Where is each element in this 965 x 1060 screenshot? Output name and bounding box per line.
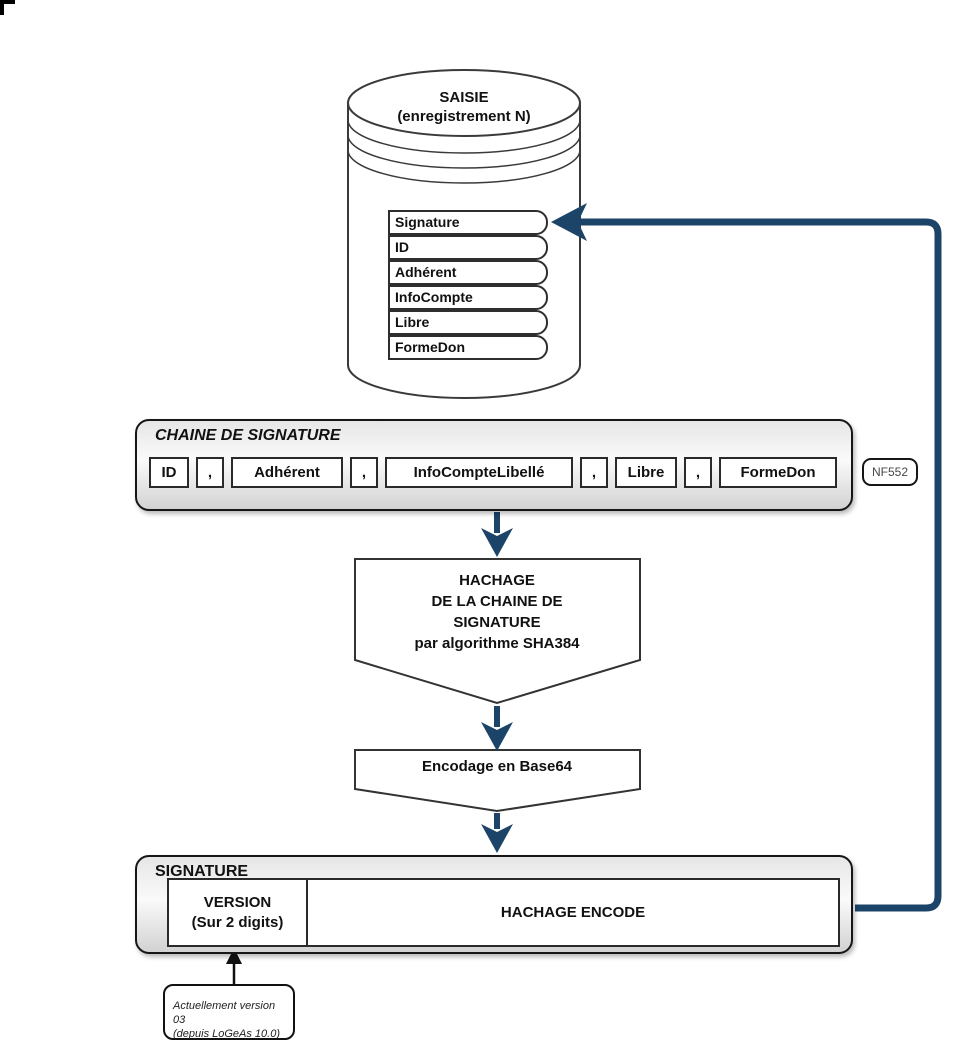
chain-panel-title: CHAINE DE SIGNATURE — [155, 427, 341, 444]
page-corner-mark — [0, 0, 15, 15]
database-title-line2: (enregistrement N) — [397, 108, 531, 125]
flow-arrow-down-1-icon — [481, 512, 513, 557]
chain-panel: CHAINE DE SIGNATURE ID , Adhérent , Info… — [135, 419, 853, 511]
database-title-line1: SAISIE — [439, 89, 489, 106]
database-field-adherent: Adhérent — [388, 260, 548, 285]
version-note: Actuellement version 03 (depuis LoGeAs 1… — [163, 984, 295, 1040]
hash-step-line4: par algorithme SHA384 — [414, 635, 580, 652]
database-field-libre: Libre — [388, 310, 548, 335]
signature-panel-title: SIGNATURE — [155, 863, 249, 880]
database-title: SAISIE (enregistrement N) — [348, 88, 580, 126]
signature-structure: VERSION (Sur 2 digits) HACHAGE ENCODE — [167, 878, 840, 947]
chain-cell-separator: , — [196, 457, 224, 488]
signature-version-line1: VERSION — [203, 893, 272, 911]
version-note-line2: (depuis LoGeAs 10.0) — [173, 1028, 281, 1040]
chain-cell-row: ID , Adhérent , InfoCompteLibellé , Libr… — [149, 457, 837, 488]
signature-version-cell: VERSION (Sur 2 digits) — [169, 880, 308, 945]
database-field-list: Signature ID Adhérent InfoCompte Libre F… — [388, 210, 548, 360]
chain-cell-separator: , — [684, 457, 712, 488]
database-field-signature: Signature — [388, 210, 548, 235]
database-field-formedon: FormeDon — [388, 335, 548, 360]
hash-step-line1: HACHAGE — [459, 572, 535, 589]
signature-panel: SIGNATURE VERSION (Sur 2 digits) HACHAGE… — [135, 855, 853, 954]
hash-step-label: HACHAGE DE LA CHAINE DE SIGNATURE par al… — [365, 570, 629, 654]
chain-cell-separator: , — [580, 457, 608, 488]
chain-cell-adherent: Adhérent — [231, 457, 343, 488]
encode-step-label: Encodage en Base64 — [421, 758, 573, 775]
database-field-id: ID — [388, 235, 548, 260]
chain-cell-infocomptelibelle: InfoCompteLibellé — [385, 457, 573, 488]
signature-version-line2: (Sur 2 digits) — [191, 913, 284, 931]
signature-hash-cell: HACHAGE ENCODE — [500, 904, 646, 921]
feedback-arrow-icon — [551, 203, 942, 912]
database-field-infocompte: InfoCompte — [388, 285, 548, 310]
flow-arrow-down-2-icon — [481, 706, 513, 751]
hash-step-line2: DE LA CHAINE DE — [431, 593, 563, 610]
chain-cell-separator: , — [350, 457, 378, 488]
chain-cell-formedon: FormeDon — [719, 457, 837, 488]
flow-arrow-down-3-icon — [481, 813, 513, 853]
hash-step-shape — [354, 558, 641, 705]
version-note-line1: Actuellement version 03 — [173, 1000, 276, 1026]
chain-cell-id: ID — [149, 457, 189, 488]
chain-cell-libre: Libre — [615, 457, 677, 488]
hash-step-line3: SIGNATURE — [453, 614, 541, 631]
nf552-badge: NF552 — [862, 458, 918, 486]
encode-step-shape — [354, 749, 641, 813]
